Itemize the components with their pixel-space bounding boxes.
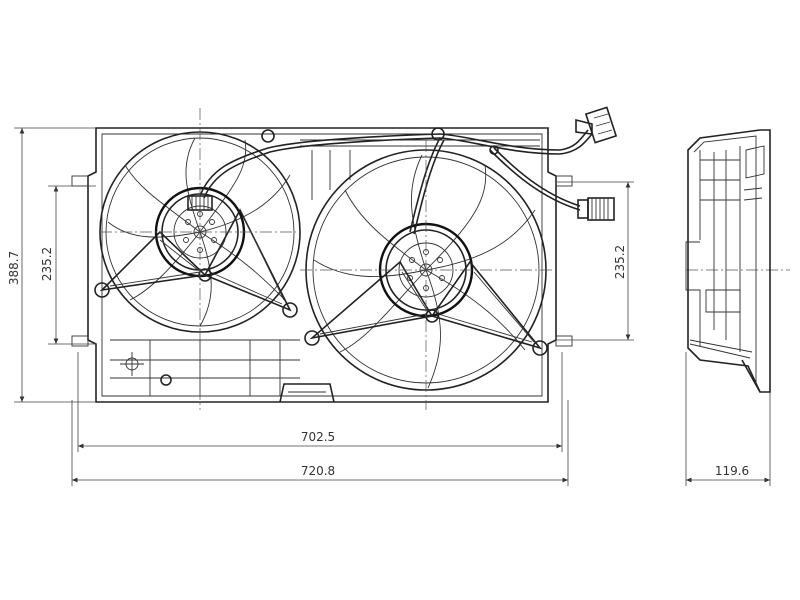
center-lines — [100, 108, 790, 410]
dim-height-label: 388.7 — [7, 251, 21, 285]
dim-overall-width-label: 720.8 — [301, 464, 335, 478]
dim-height — [14, 127, 96, 403]
wiring-harness — [199, 127, 593, 235]
dim-mount-right-label: 235.2 — [613, 245, 627, 279]
dim-mount-left — [48, 185, 96, 345]
dim-mount-left-label: 235.2 — [40, 247, 54, 281]
side-profile — [685, 129, 771, 393]
dim-overall-width — [71, 400, 569, 486]
dim-inner-width-label: 702.5 — [301, 430, 335, 444]
dim-mount-right — [556, 181, 634, 341]
dim-depth-label: 119.6 — [715, 464, 749, 478]
lower-connector-plug — [577, 197, 615, 221]
upper-connector-plug — [575, 106, 618, 144]
dim-inner-width — [77, 352, 563, 452]
dim-depth — [685, 352, 771, 486]
